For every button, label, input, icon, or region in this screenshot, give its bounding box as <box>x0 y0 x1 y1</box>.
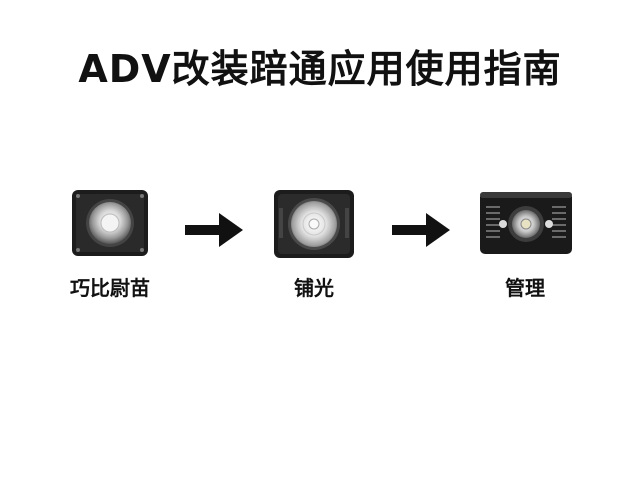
light-bar-projector-icon <box>480 192 572 254</box>
step-2 <box>272 188 356 260</box>
arrow-right-icon <box>392 213 450 247</box>
step-1 <box>70 188 150 258</box>
step-2-label: 铺光 <box>294 276 334 300</box>
spotlight-reflector-icon <box>274 190 354 258</box>
step-3-label: 管理 <box>505 276 545 300</box>
step-1-label: 巧比尉苗 <box>70 276 150 300</box>
arrow-right-icon <box>185 213 243 247</box>
page-title: ADV改装踣通应用使用指南 <box>78 47 562 91</box>
step-3 <box>478 190 574 256</box>
spotlight-round-lens-icon <box>72 190 148 256</box>
